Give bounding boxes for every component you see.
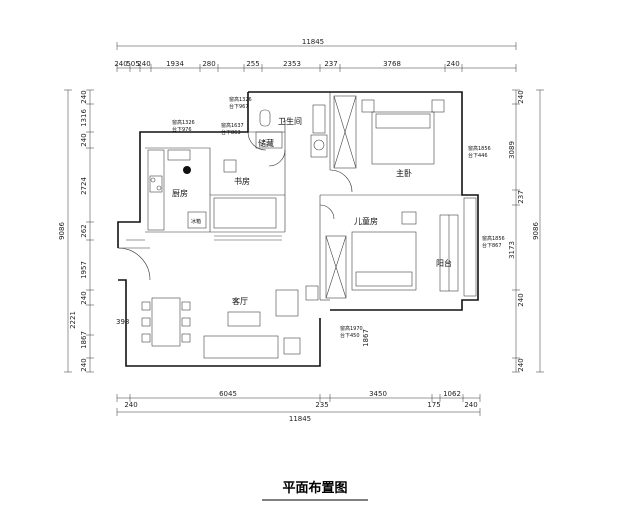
room-label-bathroom: 卫生间 [278,116,302,126]
left-dimension-lines [64,89,94,373]
dim-left-seg: 1867 [80,331,88,349]
dim-left-seg: 2724 [80,177,88,195]
dim-right-seg: 3089 [508,141,516,159]
window-note-bathroom: 窗高1326 [229,96,252,103]
dim-left-seg: 240 [80,90,88,103]
walls [117,91,479,367]
balcony-window [463,197,477,297]
side-table [283,337,301,355]
window-note-living: 窗高1970 [340,325,363,332]
room-label-master-bedroom: 主卧 [396,168,412,178]
dim-top-seg: 3768 [383,60,401,68]
dim-right-seg: 240 [517,293,525,306]
nightstand [431,99,445,113]
kids-bed [351,231,417,291]
dim-top-seg: 505 [126,60,139,68]
room-label-study: 书房 [234,176,250,186]
dim-top-seg: 255 [246,60,259,68]
dim-top-seg: 240 [137,60,150,68]
dim-top-seg: 1934 [166,60,184,68]
wardrobe-kids [325,235,347,299]
toilet [259,109,271,127]
window-note-kitchen: 台下976 [172,126,192,133]
tv-unit [305,285,319,301]
room-label-living-room: 客厅 [232,296,248,306]
study-chair [223,159,237,173]
study-desk [213,197,277,229]
coffee-table [227,311,261,327]
dim-left-seg: 240 [80,133,88,146]
dim-left-total: 9086 [58,222,66,240]
window-note-balcony: 窗高1856 [482,235,505,242]
dim-left-seg: 262 [80,224,88,237]
door-swings [117,131,353,281]
window-note-bathroom: 台下967 [229,103,249,110]
dim-top-seg: 237 [324,60,337,68]
dim-left-seg: 2221 [69,311,77,329]
dim-right-seg: 3173 [508,241,516,259]
dim-right-total: 9086 [532,222,540,240]
dim-left-seg: 240 [80,291,88,304]
window-note-study: 窗高1637 [221,122,244,129]
bathroom-sink-counter [310,134,328,158]
armchair [275,289,299,317]
window-note-kitchen: 窗高1326 [172,119,195,126]
dim-top-seg: 2353 [283,60,301,68]
dim-left-seg: 1957 [80,261,88,279]
cabinet [255,131,283,149]
dim-top-total: 11845 [302,38,324,46]
bathroom-cabinet [312,104,326,134]
dim-right-seg: 237 [517,190,525,203]
right-dimension-lines [512,89,544,373]
dim-bottom-total: 11845 [289,415,311,423]
nightstand [361,99,375,113]
label-fridge: 冰箱 [191,218,201,225]
dim-bottom-seg: 240 [124,401,137,409]
dim-top-seg: 240 [446,60,459,68]
fridge-symbol [183,166,191,174]
dim-misc: 1867 [362,329,370,347]
wardrobe-master [333,95,357,169]
stove [149,175,163,193]
dim-right-seg: 240 [517,90,525,103]
kitchen-sink [167,149,191,161]
dim-bottom-seg: 235 [315,401,328,409]
window-note-balcony: 台下867 [482,242,502,249]
window-note-master: 台下446 [468,152,488,159]
sofa [203,335,279,359]
room-label-kids-room: 儿童房 [354,216,378,226]
dim-top-seg: 240 [114,60,127,68]
dim-top-seg: 280 [202,60,215,68]
master-bed [371,111,435,165]
top-dimension-lines [116,42,517,72]
wash-basin [313,139,325,151]
window-note-master: 窗高1856 [468,145,491,152]
kids-desk [401,211,417,225]
dim-bottom-seg: 6045 [219,390,237,398]
room-label-kitchen: 厨房 [172,188,188,198]
kitchen-counter [147,149,165,231]
dim-left-seg: 1316 [80,109,88,127]
room-label-balcony: 阳台 [436,258,452,268]
room-label-storage: 储藏 [258,138,274,148]
dim-left-seg: 240 [80,358,88,371]
window-note-study: 台下863 [221,129,241,136]
window-note-living: 台下450 [340,332,360,339]
fridge [187,211,207,229]
dim-bottom-seg: 1062 [443,390,461,398]
dim-bottom-seg: 175 [427,401,440,409]
dining-table [151,297,181,347]
bottom-dimension-lines [116,394,481,416]
dim-misc: 398 [116,318,129,326]
drawing-title: 平面布置图 [282,480,347,496]
dim-bottom-seg: 240 [464,401,477,409]
dim-bottom-seg: 3450 [369,390,387,398]
dim-right-seg: 240 [517,358,525,371]
